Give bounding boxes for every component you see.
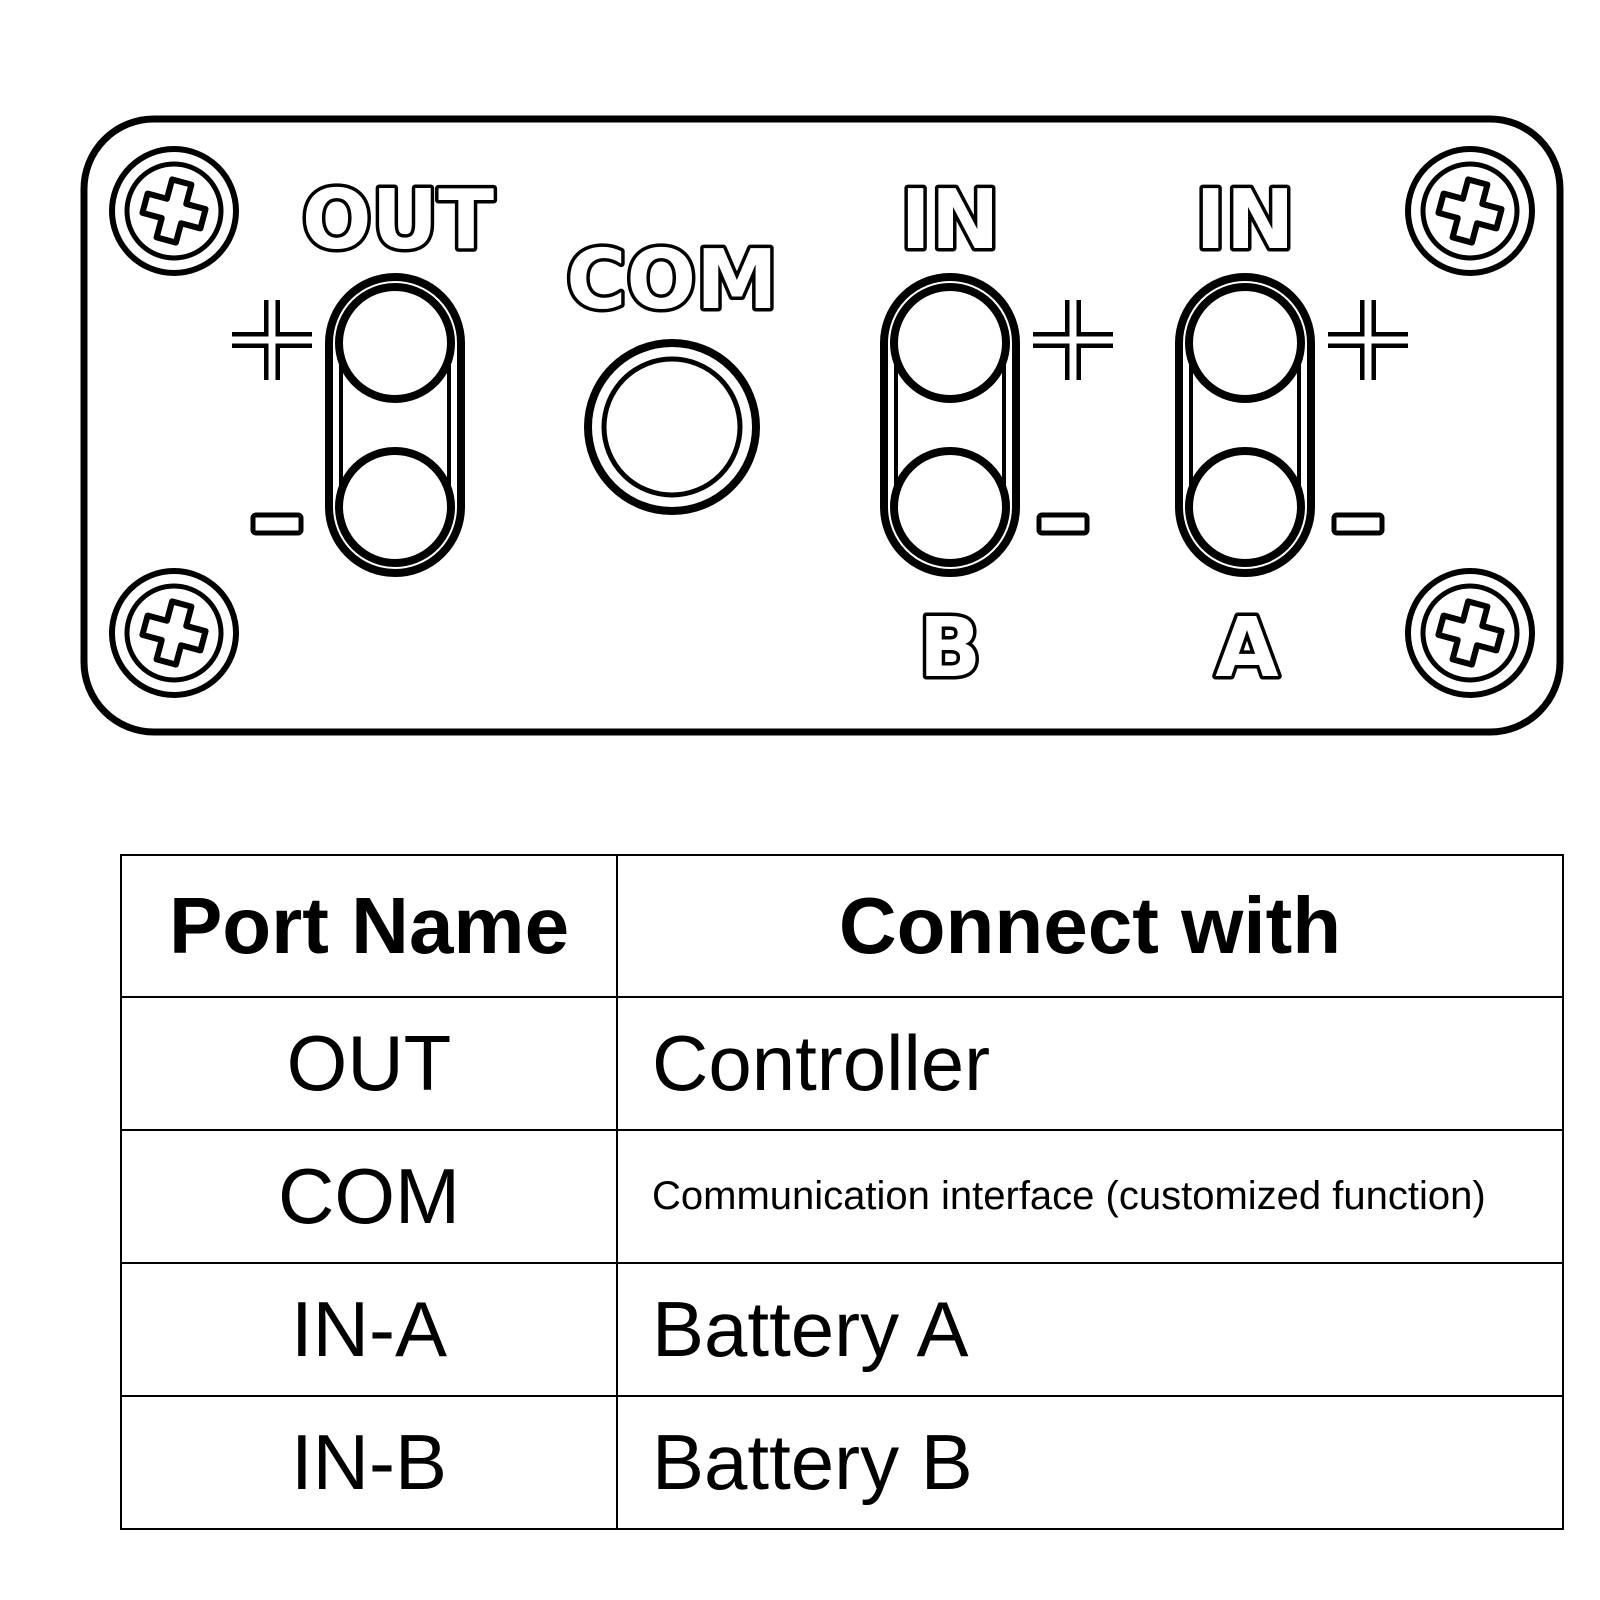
connect-cell: Battery A bbox=[616, 1262, 1564, 1397]
port-table: Port Name Connect with OUT Controller CO… bbox=[120, 854, 1564, 1530]
a-label: A bbox=[1215, 601, 1279, 696]
connect-cell: Battery B bbox=[616, 1395, 1564, 1530]
header-port-name: Port Name bbox=[120, 854, 618, 998]
panel-outline bbox=[80, 115, 1564, 736]
port-cell: IN-B bbox=[120, 1395, 618, 1530]
table-row: OUT Controller bbox=[120, 996, 1564, 1131]
minus-icon bbox=[1334, 515, 1382, 533]
table-row: COM Communication interface (customized … bbox=[120, 1129, 1564, 1264]
com-label: COM bbox=[566, 233, 778, 328]
table-row: IN-A Battery A bbox=[120, 1262, 1564, 1397]
port-cell: COM bbox=[120, 1129, 618, 1264]
table-row: IN-B Battery B bbox=[120, 1395, 1564, 1530]
com-port-icon bbox=[584, 339, 760, 515]
port-cell: OUT bbox=[120, 996, 618, 1131]
b-label: B bbox=[919, 601, 982, 696]
minus-icon bbox=[1039, 515, 1087, 533]
header-connect-with: Connect with bbox=[616, 854, 1564, 998]
connect-cell: Communication interface (customized func… bbox=[616, 1129, 1564, 1264]
minus-icon bbox=[253, 515, 301, 533]
connector-panel: OUT COM IN IN B A bbox=[80, 115, 1564, 736]
connect-cell: Controller bbox=[616, 996, 1564, 1131]
port-cell: IN-A bbox=[120, 1262, 618, 1397]
table-header-row: Port Name Connect with bbox=[120, 854, 1564, 998]
in-a-label: IN bbox=[1195, 173, 1294, 268]
in-b-label: IN bbox=[900, 173, 999, 268]
out-label: OUT bbox=[302, 173, 494, 268]
